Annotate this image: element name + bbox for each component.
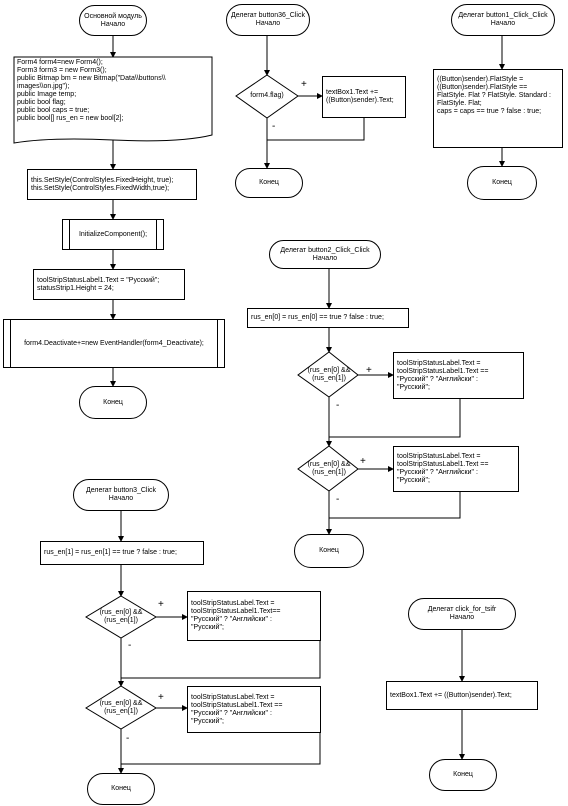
no-label: -	[336, 494, 340, 505]
end-label: Конец	[111, 785, 131, 792]
no-label: -	[128, 640, 132, 651]
yes-label: +	[158, 599, 164, 610]
decision-label: (rus_en[0] && (rus_en[1])	[99, 609, 143, 624]
connector	[121, 733, 321, 765]
start-label: Делегат button36_Click Начало	[231, 12, 305, 27]
status-label-process: toolStripStatusLabel1.Text = "Русский"; …	[33, 269, 185, 300]
connector	[329, 492, 461, 519]
decision-diamond	[297, 351, 359, 398]
end-label: Конец	[492, 179, 512, 186]
flatstyle-toggle-process: ((Button)sender).FlatStyle = ((Button)se…	[433, 69, 563, 148]
yes-label: +	[366, 365, 372, 376]
end-terminal: Конец	[294, 534, 364, 568]
connector	[121, 641, 321, 679]
connector	[329, 399, 461, 438]
end-label: Конец	[319, 547, 339, 554]
subroutine-label: InitializeComponent();	[78, 230, 148, 238]
end-terminal: Конец	[87, 773, 155, 805]
end-terminal: Конец	[79, 386, 147, 419]
yes-label: +	[158, 692, 164, 703]
no-label: -	[126, 733, 130, 744]
end-label: Конец	[103, 398, 123, 406]
start-terminal: Делегат button1_Click_Click Начало	[451, 4, 555, 36]
decision-diamond	[297, 445, 359, 492]
start-label: Делегат button3_Click Начало	[85, 487, 157, 502]
start-label: Делегат button1_Click_Click Начало	[458, 12, 548, 27]
end-terminal: Конец	[429, 759, 497, 791]
start-label: Основной модуль Начало	[84, 12, 142, 28]
end-terminal: Конец	[235, 168, 303, 198]
decision-diamond	[85, 595, 157, 639]
decision-diamond	[235, 74, 299, 119]
decision-diamond	[85, 685, 157, 730]
status-label-switch-process: toolStripStatusLabel.Text = toolStripSta…	[393, 446, 519, 492]
decision-label: (rus_en[0] && (rus_en[1])	[307, 461, 351, 476]
no-label: -	[336, 400, 340, 411]
status-label-switch-process: toolStripStatusLabel.Text = toolStripSta…	[187, 591, 321, 641]
toggle-rus-en-1-process: rus_en[1] = rus_en[1] == true ? false : …	[40, 541, 204, 565]
init-declarations-text: Form4 form4=new Form4(); Form3 form3 = n…	[17, 59, 166, 122]
start-terminal: Делегат click_for_tsifr Начало	[408, 598, 516, 630]
append-text-process: textBox1.Text += ((Button)sender).Text;	[322, 76, 406, 118]
start-terminal: Делегат button36_Click Начало	[226, 4, 310, 36]
document-block	[13, 56, 213, 144]
initialize-component-subroutine: InitializeComponent();	[62, 219, 164, 250]
start-label: Делегат click_for_tsifr Начало	[427, 606, 497, 621]
start-label: Делегат button2_Click_Click Начало	[280, 246, 370, 262]
start-terminal: Делегат button3_Click Начало	[73, 479, 169, 511]
setstyle-process: this.SetStyle(ControlStyles.FixedHeight,…	[27, 169, 197, 200]
status-label-switch-process: toolStripStatusLabel.Text = toolStripSta…	[187, 686, 321, 733]
yes-label: +	[360, 456, 366, 467]
no-label: -	[272, 121, 276, 132]
start-terminal: Делегат button2_Click_Click Начало	[269, 240, 381, 269]
append-text-process: textBox1.Text += ((Button)sender).Text;	[386, 681, 538, 710]
end-label: Конец	[259, 179, 279, 186]
end-terminal: Конец	[467, 166, 537, 200]
deactivate-subroutine: form4.Deactivate+=new EventHandler(form4…	[3, 319, 225, 368]
decision-label: (rus_en[0] && (rus_en[1])	[307, 367, 351, 382]
decision-label: (rus_en[0] && (rus_en[1])	[99, 700, 143, 715]
decision-label: form4.flag)	[250, 92, 284, 99]
toggle-rus-en-0-process: rus_en[0] = rus_en[0] == true ? false : …	[247, 308, 409, 328]
end-label: Конец	[453, 771, 473, 778]
yes-label: +	[301, 79, 307, 90]
connector	[267, 118, 365, 141]
start-terminal: Основной модуль Начало	[79, 5, 147, 36]
status-label-switch-process: toolStripStatusLabel.Text = toolStripSta…	[393, 352, 524, 399]
subroutine-label: form4.Deactivate+=new EventHandler(form4…	[24, 339, 204, 347]
